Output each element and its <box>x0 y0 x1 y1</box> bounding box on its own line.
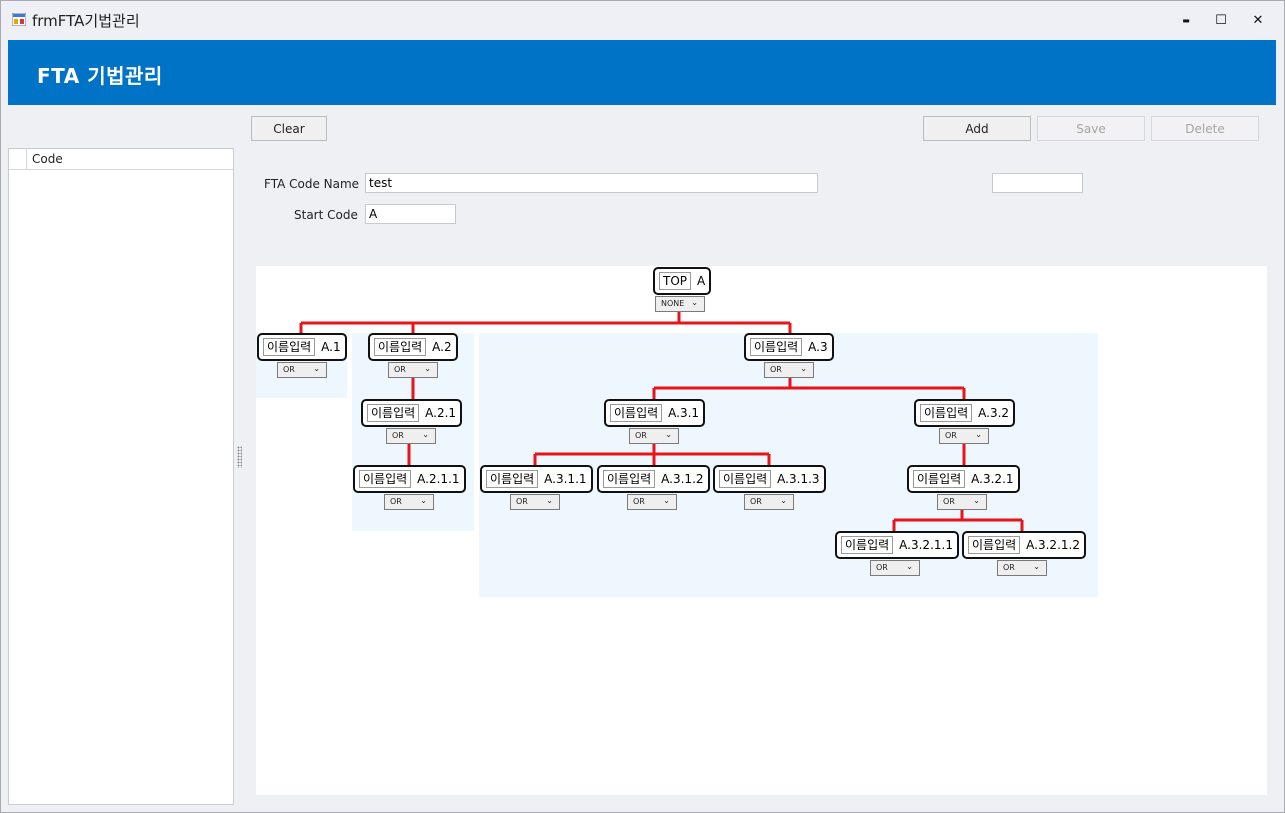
chevron-down-icon: ⌄ <box>973 496 980 505</box>
fta-code-name-label: FTA Code Name <box>264 177 360 191</box>
tree-node[interactable]: 이름입력 A.3.2.1.1 <box>835 531 959 559</box>
start-code-input[interactable]: A <box>365 204 456 224</box>
code-grid[interactable]: Code <box>8 148 234 805</box>
delete-button[interactable]: Delete <box>1151 116 1259 141</box>
maximize-icon: ☐ <box>1215 12 1227 28</box>
node-code: A.3.2 <box>978 406 1010 420</box>
tree-node[interactable]: 이름입력 A.2.1 <box>361 399 463 427</box>
chevron-down-icon: ⌄ <box>665 430 672 439</box>
tree-node[interactable]: 이름입력 A.3.1.1 <box>480 465 593 493</box>
node-name-input[interactable]: 이름입력 <box>920 404 973 422</box>
chevron-down-icon: ⌄ <box>691 298 698 307</box>
tree-node[interactable]: 이름입력 A.3.2.1.2 <box>962 531 1086 559</box>
gate-select[interactable]: OR⌄ <box>277 362 327 378</box>
gate-select[interactable]: OR⌄ <box>939 428 989 444</box>
close-button[interactable]: ✕ <box>1241 7 1275 33</box>
grid-row-header[interactable] <box>9 149 27 170</box>
node-name-input[interactable]: 이름입력 <box>841 536 894 554</box>
gate-select[interactable]: OR⌄ <box>764 362 814 378</box>
node-code: A.3.1 <box>668 406 700 420</box>
page-title: FTA 기법관리 <box>37 64 163 88</box>
gate-select[interactable]: OR⌄ <box>388 362 438 378</box>
chevron-down-icon: ⌄ <box>424 364 431 373</box>
node-name-input[interactable]: 이름입력 <box>750 338 803 356</box>
tree-node[interactable]: 이름입력 A.3.1.2 <box>597 465 710 493</box>
node-code: A.3.1.1 <box>544 472 587 486</box>
tree-node[interactable]: 이름입력 A.3.1 <box>604 399 706 427</box>
tree-node[interactable]: 이름입력 A.3.2.1 <box>907 465 1020 493</box>
gate-select[interactable]: OR⌄ <box>627 494 677 510</box>
chevron-down-icon: ⌄ <box>663 496 670 505</box>
node-name-input[interactable]: 이름입력 <box>610 404 663 422</box>
add-button[interactable]: Add <box>923 116 1031 141</box>
grid-header: Code <box>9 149 233 170</box>
chevron-down-icon: ⌄ <box>906 562 913 571</box>
chevron-down-icon: ⌄ <box>800 364 807 373</box>
save-button[interactable]: Save <box>1037 116 1145 141</box>
header-banner: FTA 기법관리 <box>8 40 1276 105</box>
node-code: A.3.1.2 <box>661 472 704 486</box>
clear-button[interactable]: Clear <box>251 116 327 141</box>
node-name-input[interactable]: 이름입력 <box>486 470 539 488</box>
node-name-input[interactable]: 이름입력 <box>359 470 412 488</box>
tree-node[interactable]: 이름입력 A.1 <box>257 333 347 361</box>
title-bar: frmFTA기법관리 ▬ ☐ ✕ <box>1 1 1284 38</box>
node-code: A.2.1.1 <box>417 472 460 486</box>
gate-select[interactable]: OR⌄ <box>510 494 560 510</box>
node-code: A.3.2.1 <box>971 472 1014 486</box>
gate-select[interactable]: OR⌄ <box>937 494 987 510</box>
node-code: A.3.2.1.2 <box>1026 538 1080 552</box>
chevron-down-icon: ⌄ <box>1033 562 1040 571</box>
gate-select[interactable]: OR⌄ <box>386 428 436 444</box>
chevron-down-icon: ⌄ <box>422 430 429 439</box>
node-code: A.3 <box>808 340 828 354</box>
node-code: A.2.1 <box>425 406 457 420</box>
node-name-input[interactable]: 이름입력 <box>367 404 420 422</box>
tree-node[interactable]: 이름입력 A.2 <box>368 333 458 361</box>
minimize-button[interactable]: ▬ <box>1169 7 1203 33</box>
node-code: A <box>697 274 706 288</box>
node-code: A.2 <box>432 340 452 354</box>
gate-select[interactable]: OR⌄ <box>997 560 1047 576</box>
window-title: frmFTA기법관리 <box>32 12 140 30</box>
maximize-button[interactable]: ☐ <box>1204 7 1238 33</box>
tree-node[interactable]: 이름입력 A.2.1.1 <box>353 465 466 493</box>
gate-select[interactable]: OR⌄ <box>384 494 434 510</box>
chevron-down-icon: ⌄ <box>975 430 982 439</box>
tree-node[interactable]: 이름입력 A.3.1.3 <box>713 465 826 493</box>
node-name-input[interactable]: TOP <box>659 272 692 290</box>
app-form-icon <box>12 13 26 26</box>
fta-tree-canvas: TOP A NONE⌄ 이름입력 A.1 OR⌄ 이름입력 A.2 OR⌄ 이름… <box>256 266 1267 795</box>
grid-column-code[interactable]: Code <box>32 152 63 166</box>
tree-node[interactable]: 이름입력 A.3.2 <box>914 399 1016 427</box>
minimize-icon: ▬ <box>1182 15 1190 25</box>
gate-select[interactable]: OR⌄ <box>629 428 679 444</box>
extra-input[interactable] <box>992 173 1083 193</box>
node-name-input[interactable]: 이름입력 <box>719 470 772 488</box>
node-code: A.1 <box>321 340 341 354</box>
splitter-grip[interactable] <box>237 446 242 468</box>
node-code: A.3.1.3 <box>777 472 820 486</box>
chevron-down-icon: ⌄ <box>780 496 787 505</box>
gate-select[interactable]: OR⌄ <box>870 560 920 576</box>
tree-node[interactable]: 이름입력 A.3 <box>744 333 834 361</box>
start-code-label: Start Code <box>294 208 358 222</box>
close-icon: ✕ <box>1252 12 1264 28</box>
tree-node-top[interactable]: TOP A <box>653 267 712 295</box>
chevron-down-icon: ⌄ <box>313 364 320 373</box>
chevron-down-icon: ⌄ <box>420 496 427 505</box>
node-name-input[interactable]: 이름입력 <box>374 338 427 356</box>
chevron-down-icon: ⌄ <box>546 496 553 505</box>
gate-select[interactable]: OR⌄ <box>744 494 794 510</box>
fta-code-name-input[interactable]: test <box>365 173 818 193</box>
node-name-input[interactable]: 이름입력 <box>913 470 966 488</box>
gate-select[interactable]: NONE⌄ <box>655 296 705 312</box>
tree-connectors <box>299 312 1024 531</box>
node-code: A.3.2.1.1 <box>899 538 953 552</box>
node-name-input[interactable]: 이름입력 <box>968 536 1021 554</box>
node-name-input[interactable]: 이름입력 <box>263 338 316 356</box>
node-name-input[interactable]: 이름입력 <box>603 470 656 488</box>
